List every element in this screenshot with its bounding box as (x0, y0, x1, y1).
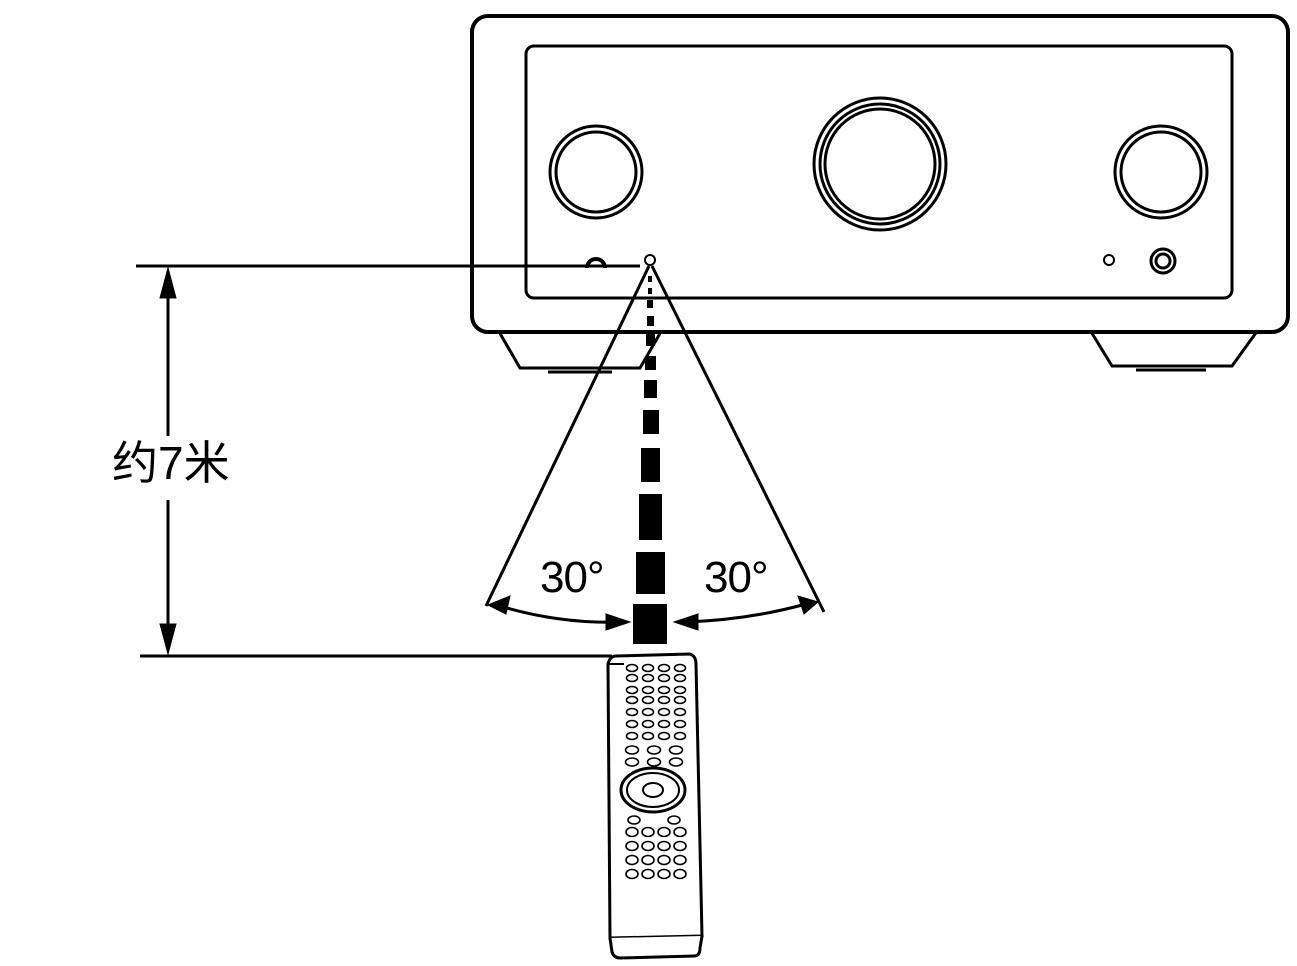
remote-button (646, 757, 662, 767)
remote-button (625, 663, 639, 673)
receiver-right-foot (1087, 328, 1261, 368)
indicator-led (1103, 254, 1115, 266)
infrared-beam (633, 276, 667, 644)
angle-arc-right (683, 602, 807, 624)
remote-button (641, 685, 655, 695)
remote-button (673, 826, 687, 838)
arrow-up (159, 266, 177, 299)
remote-button (673, 868, 687, 880)
remote-button (641, 719, 655, 729)
angle-label-right: 30° (704, 553, 769, 602)
remote-control (606, 652, 704, 960)
remote-button (667, 815, 681, 825)
remote-button (641, 673, 655, 683)
remote-button (657, 719, 671, 729)
angle-arc-left (499, 604, 621, 624)
remote-button (673, 673, 687, 683)
distance-label: 约7米 (110, 436, 232, 490)
remote-sensor (644, 254, 656, 266)
remote-button (673, 663, 687, 673)
remote-button (657, 854, 671, 866)
remote-button (641, 707, 655, 717)
remote-button (657, 707, 671, 717)
remote-button (673, 695, 687, 705)
remote-button (673, 707, 687, 717)
remote-button (625, 826, 639, 838)
remote-button (625, 695, 639, 705)
remote-button (673, 731, 687, 741)
receiver-left-foot (495, 328, 665, 370)
angle-label-left: 30° (540, 553, 605, 602)
remote-button (657, 663, 671, 673)
remote-button (668, 745, 684, 755)
remote-button (641, 695, 655, 705)
remote-button (625, 673, 639, 683)
remote-button (641, 854, 655, 866)
remote-button (641, 840, 655, 852)
remote-button (646, 745, 662, 755)
remote-button (625, 868, 639, 880)
remote-button (641, 731, 655, 741)
remote-button (624, 745, 640, 755)
remote-button (657, 695, 671, 705)
arrow-down (159, 623, 177, 656)
remote-buttons (624, 663, 687, 880)
remote-button (668, 757, 684, 767)
remote-button (625, 731, 639, 741)
remote-button (673, 719, 687, 729)
remote-button (627, 815, 641, 825)
remote-button (641, 826, 655, 838)
remote-button (657, 685, 671, 695)
remote-button (657, 731, 671, 741)
remote-button (657, 840, 671, 852)
remote-button (641, 663, 655, 673)
receiver-unit (470, 14, 1290, 374)
distance-dimension (136, 264, 640, 658)
remote-button (673, 854, 687, 866)
remote-button (624, 757, 640, 767)
remote-button (673, 685, 687, 695)
remote-button (657, 673, 671, 683)
remote-button (625, 719, 639, 729)
remote-button (657, 868, 671, 880)
remote-button (625, 854, 639, 866)
remote-button (625, 707, 639, 717)
remote-button (641, 868, 655, 880)
remote-button (673, 840, 687, 852)
remote-button (625, 840, 639, 852)
remote-button (657, 826, 671, 838)
remote-button (625, 685, 639, 695)
